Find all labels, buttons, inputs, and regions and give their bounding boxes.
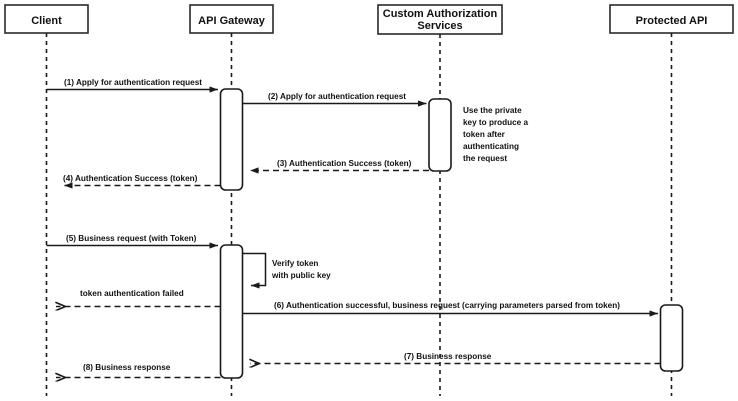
message-6[interactable]: (6) Authentication successful, business …: [242, 301, 659, 317]
activation-bar-api-gateway-business: [219, 244, 244, 379]
activation-bar-custom-authorization-services: [428, 98, 452, 172]
message-1-label: (1) Apply for authentication request: [64, 78, 202, 87]
message-7[interactable]: (7) Business response: [250, 352, 661, 364]
self-message-verify-token[interactable]: Verify token with public key: [242, 252, 332, 289]
message-5-label: (5) Business request (with Token): [66, 234, 197, 243]
message-2-label: (2) Apply for authentication request: [268, 92, 406, 101]
message-token-authentication-failed[interactable]: token authentication failed: [56, 289, 221, 307]
message-2[interactable]: (2) Apply for authentication request: [242, 92, 427, 107]
message-1[interactable]: (1) Apply for authentication request: [46, 78, 219, 93]
self-message-verify-token-arrow[interactable]: [242, 252, 267, 289]
message-4-label: (4) Authentication Success (token): [63, 174, 198, 183]
message-6-label: (6) Authentication successful, business …: [274, 301, 620, 310]
participant-header-api-gateway[interactable]: API Gateway: [189, 4, 274, 34]
activation-bar-api-gateway-auth: [219, 88, 244, 191]
participant-header-custom-authorization-services[interactable]: Custom Authorization Services: [377, 4, 503, 35]
participant-label-custom-authorization-services-line1: Custom Authorization: [383, 8, 498, 20]
participant-label-api-gateway: API Gateway: [198, 15, 266, 27]
note-private-key-line-1: Use the private: [463, 106, 522, 115]
message-5[interactable]: (5) Business request (with Token): [46, 234, 219, 249]
note-private-key-line-4: authenticating: [463, 142, 519, 151]
participant-label-client: Client: [31, 15, 62, 27]
message-8-label: (8) Business response: [83, 363, 171, 372]
self-message-verify-token-label-line2: with public key: [271, 271, 331, 280]
message-token-authentication-failed-label: token authentication failed: [80, 289, 184, 298]
participant-header-protected-api[interactable]: Protected API: [609, 4, 734, 34]
participant-label-custom-authorization-services-line2: Services: [417, 20, 462, 32]
message-4[interactable]: (4) Authentication Success (token): [63, 174, 221, 189]
participant-label-protected-api: Protected API: [636, 15, 708, 27]
self-message-verify-token-label-line1: Verify token: [272, 259, 318, 268]
note-private-key-line-5: the request: [463, 154, 507, 163]
note-private-key-line-2: key to produce a: [463, 118, 529, 127]
message-8[interactable]: (8) Business response: [56, 363, 221, 378]
message-3-label: (3) Authentication Success (token): [277, 159, 412, 168]
message-3[interactable]: (3) Authentication Success (token): [250, 159, 429, 174]
participant-box-protected-api[interactable]: [609, 4, 734, 34]
activation-bar-protected-api: [659, 304, 684, 372]
participant-header-client[interactable]: Client: [4, 4, 89, 34]
message-7-label: (7) Business response: [404, 352, 492, 361]
note-private-key-line-3: token after: [463, 130, 506, 139]
note-private-key: Use the private key to produce a token a…: [463, 106, 529, 163]
